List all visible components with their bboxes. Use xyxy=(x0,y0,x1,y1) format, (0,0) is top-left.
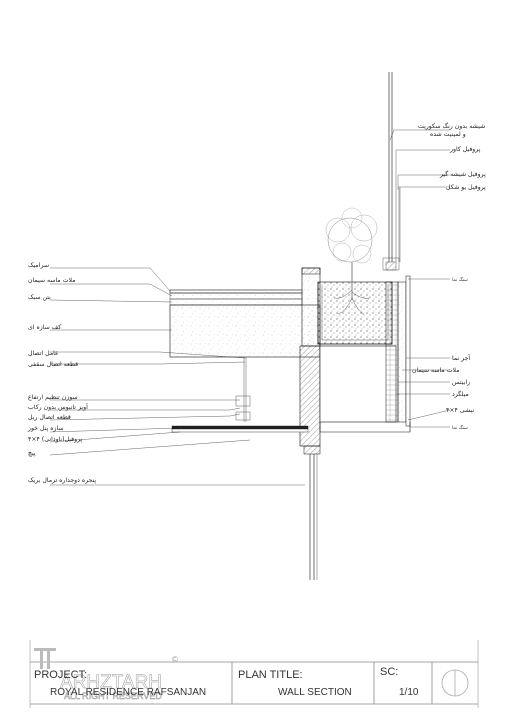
watermark-subtext: ALL RIGHT RESERVED xyxy=(64,691,162,701)
label-u-profile: پروفیل یو شکل xyxy=(446,184,486,191)
floor-layers xyxy=(169,289,321,358)
project-label: PROJECT: xyxy=(34,669,87,681)
title-block: ARHZTARH ALL RIGHT RESERVED © PROJECT: R… xyxy=(29,640,479,708)
label-rabitz: رابیتس xyxy=(452,379,470,386)
plan-title-label: PLAN TITLE: xyxy=(238,669,303,681)
watermark-logo: ARHZTARH ALL RIGHT RESERVED © xyxy=(34,648,178,701)
label-ceramic: سرامیک xyxy=(28,262,49,269)
label-angle: نبشی ۴×۴ xyxy=(446,407,474,414)
label-anchor: میلگرد xyxy=(452,390,469,398)
label-hanger: آویز تانیوس بدون رکاب xyxy=(28,402,88,411)
label-glass-laminated: و لمینیت شده xyxy=(430,131,466,138)
structural-wall xyxy=(299,275,411,447)
watermark-text: ARHZTARH xyxy=(60,672,162,693)
scale-value: 1/10 xyxy=(399,687,419,698)
window-frame xyxy=(303,445,321,580)
copyright-mark: © xyxy=(172,655,178,664)
label-light-concrete: بتن سبک xyxy=(28,294,51,301)
label-glass: شیشه بدون رنگ سکوریت xyxy=(418,122,485,130)
right-leaders xyxy=(389,129,451,428)
suspended-ceiling xyxy=(171,357,309,433)
plan-title-value: WALL SECTION xyxy=(278,687,352,698)
label-brick: آجر نما xyxy=(452,353,470,362)
project-name: ROYAL RESIDENCE RAFSANJAN xyxy=(50,687,206,698)
label-facade-stone-top: سنگ نما xyxy=(452,277,468,283)
label-rail-piece: قطعه اتصال ریل xyxy=(28,414,71,421)
label-screw: پیچ xyxy=(28,450,36,457)
label-mortar-right: ملات ماسه سیمان xyxy=(412,367,460,374)
label-glass-holder: پروفیل شیشه گیر xyxy=(439,170,486,178)
left-labels: سرامیک ملات ماسه سیمان بتن سبک کف سازه ا… xyxy=(27,262,96,484)
label-panel-frame: سازه پنل خور xyxy=(27,425,64,432)
north-arrow-icon xyxy=(441,669,469,697)
label-level-needle: سوزن تنظیم ارتفاع xyxy=(28,394,78,401)
right-labels: شیشه بدون رنگ سکوریت و لمینیت شده پروفیل… xyxy=(412,122,486,431)
tree-illustration xyxy=(325,207,378,315)
label-connector: عامل اتصال xyxy=(28,350,59,357)
label-window: پنجره دوجداره ترمال بریک xyxy=(28,477,96,484)
left-leaders xyxy=(49,267,305,486)
label-slab: کف سازه ای xyxy=(28,324,61,331)
label-ceiling-piece: قطعه اتصال سقفی xyxy=(28,361,78,368)
label-facade-stone-bottom: سنگ نما xyxy=(452,425,468,431)
glazing-system xyxy=(382,72,400,271)
label-mortar: ملات ماسه سیمان xyxy=(28,277,76,284)
scale-label: SC: xyxy=(380,666,398,678)
label-profile: پروفیل‌(ناودانی) ۴×۴ xyxy=(28,436,83,443)
label-cover-profile: پروفیل کاور xyxy=(449,146,481,153)
